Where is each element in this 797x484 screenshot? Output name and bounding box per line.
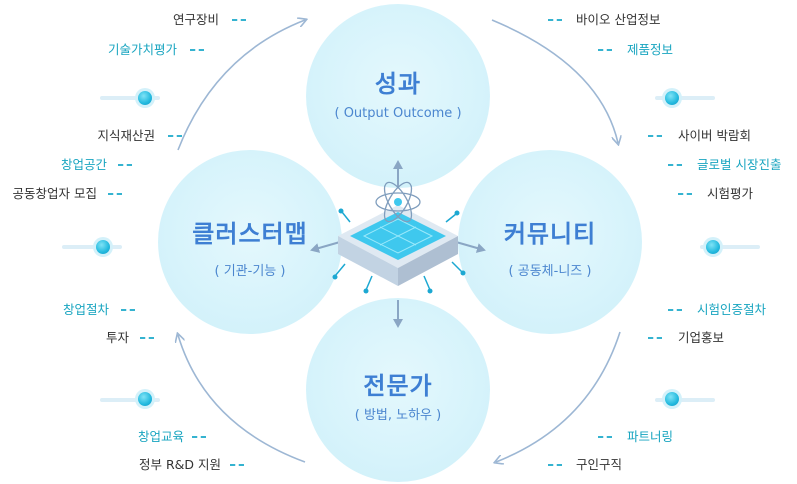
left-label-0: 연구장비 [172,12,219,27]
circle-bottom: 전문가 ( 방법, 노하우 ) [306,298,490,482]
circle-right: 커뮤니티 ( 공동체-니즈 ) [458,150,642,334]
right-dash-7 [598,436,612,440]
slider-knob-left-3 [138,392,152,406]
left-dash-4 [108,193,122,197]
right-label-1: 제품정보 [627,42,674,57]
circle-left: 클러스터맵 ( 기관-기능 ) [158,150,342,334]
circle-top-subtitle: ( Output Outcome ) [334,106,462,121]
slider-right-2 [700,245,760,249]
left-label-5: 창업절차 [62,302,109,317]
left-label-6: 투자 [105,330,129,345]
chip-icon [332,205,466,294]
slider-knob-left-1 [138,91,152,105]
left-label-3: 창업공간 [60,157,107,172]
slider-left-1 [100,96,160,100]
left-dash-7 [192,436,206,440]
slider-knob-right-3 [665,392,679,406]
left-dash-2 [168,135,182,139]
left-label-7: 창업교육 [137,429,184,444]
cycle-arrow-bottom-left [178,335,306,463]
right-dash-3 [668,164,682,168]
right-label-8: 구인구직 [576,457,623,472]
inner-arrow-left [310,241,341,253]
right-label-5: 시험인증절차 [697,302,767,317]
right-label-0: 바이오 산업정보 [576,12,661,27]
slider-knob-left-2 [96,240,110,254]
right-dash-8 [548,464,562,468]
cycle-arrow-top-right [491,19,618,143]
left-dash-1 [190,49,204,53]
circle-top-title: 성과 [374,70,422,98]
slider-left-3 [100,398,160,402]
circle-left-subtitle: ( 기관-기능 ) [214,264,286,279]
inner-arrow-right [455,241,486,253]
right-label-3: 글로벌 시장진출 [697,157,782,172]
right-dash-5 [668,309,682,313]
left-dash-5 [121,309,135,313]
circle-right-title: 커뮤니티 [503,220,597,248]
circle-bottom-title: 전문가 [363,372,433,400]
right-dash-4 [678,193,692,197]
left-dash-8 [230,464,244,468]
right-label-2: 사이버 박람회 [678,128,751,143]
slider-right-3 [655,398,715,402]
left-label-1: 기술가치평가 [107,42,177,57]
right-label-7: 파트너링 [627,429,674,444]
slider-right-1 [655,96,715,100]
slider-knob-right-2 [706,240,720,254]
slider-knob-right-1 [665,91,679,105]
right-dash-2 [648,135,662,139]
slider-left-2 [62,245,122,249]
left-dash-6 [140,337,154,341]
circle-left-title: 클러스터맵 [192,220,308,248]
circle-bottom-subtitle: ( 방법, 노하우 ) [354,408,442,423]
cycle-arrow-top-left [177,20,305,151]
left-label-2: 지식재산권 [97,128,155,143]
cycle-arrow-bottom-right [496,331,621,462]
atom-icon [375,181,421,223]
left-label-4: 공동창업자 모집 [12,186,97,201]
right-dash-1 [598,49,612,53]
circle-right-subtitle: ( 공동체-니즈 ) [508,264,592,279]
circle-top: 성과 ( Output Outcome ) [306,4,490,188]
right-label-4: 시험평가 [707,186,754,201]
left-label-8: 정부 R&D 지원 [138,457,221,472]
right-dash-6 [648,337,662,341]
right-dash-0 [548,19,562,23]
left-dash-3 [118,164,132,168]
right-label-6: 기업홍보 [678,330,725,345]
left-dash-0 [232,19,246,23]
